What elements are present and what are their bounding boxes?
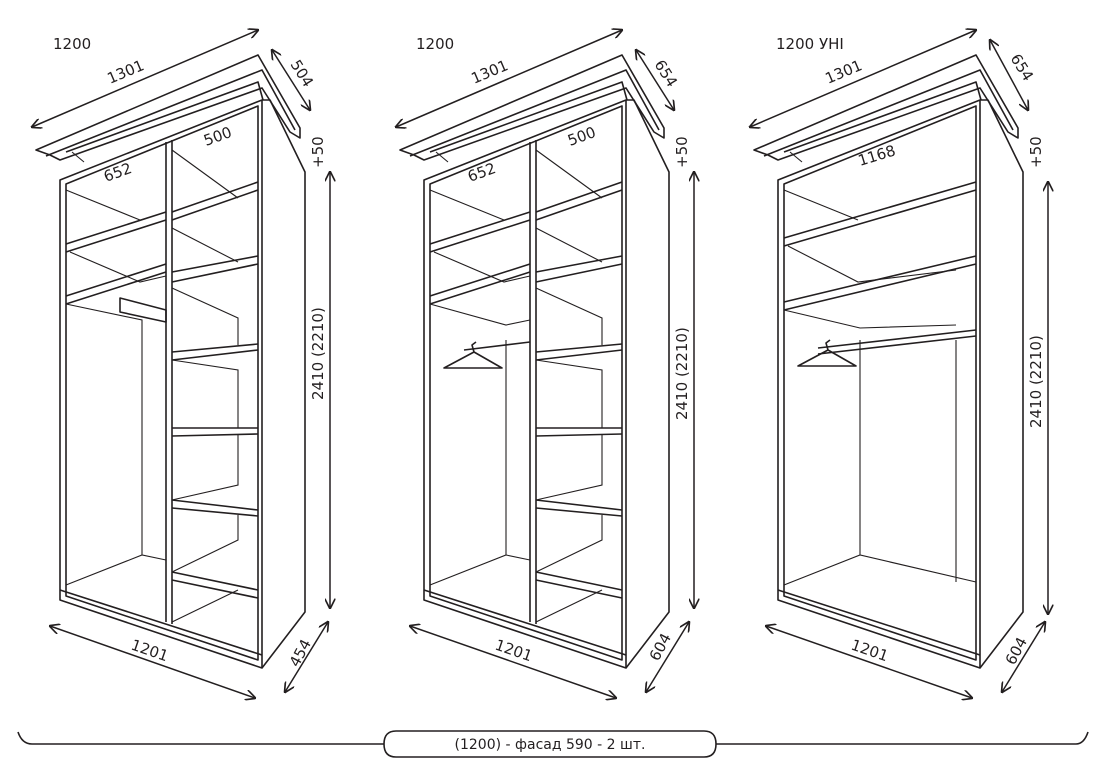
wardrobe-1: 1200 1301 504 +50 2410 (2210) 652 500 12…: [32, 30, 330, 698]
bottom-width-label: 1201: [849, 636, 891, 665]
wardrobe-2: 1200 1301 654 +50 2410 (2210) 652 500 12…: [396, 30, 694, 698]
top-depth-label: 504: [287, 57, 317, 91]
interior-width-label: 1168: [856, 141, 898, 169]
bottom-width-label: 1201: [493, 636, 535, 665]
interior-left-label: 652: [465, 159, 498, 186]
interior-left-label: 652: [101, 159, 134, 186]
height-label: 2410 (2210): [309, 307, 327, 400]
height-add-label: +50: [309, 136, 327, 168]
top-width-label: 1301: [823, 56, 865, 87]
height-label: 2410 (2210): [673, 327, 691, 420]
bottom-depth-label: 454: [286, 636, 315, 670]
height-label: 2410 (2210): [1027, 335, 1045, 428]
model-label: 1200: [416, 35, 454, 53]
facade-caption: (1200) - фасад 590 - 2 шт.: [17, 730, 1089, 758]
height-add-label: +50: [1027, 136, 1045, 168]
height-add-label: +50: [673, 136, 691, 168]
model-label: 1200: [53, 35, 91, 53]
wardrobe-3: 1200 УНІ 1301 654 +50 2410 (2210) 1168 1…: [750, 30, 1048, 698]
top-depth-label: 654: [651, 57, 681, 91]
bottom-depth-label: 604: [646, 630, 675, 664]
top-width-label: 1301: [105, 56, 147, 87]
model-label: 1200 УНІ: [776, 35, 844, 53]
top-width-label: 1301: [469, 56, 511, 87]
facade-caption-text: (1200) - фасад 590 - 2 шт.: [455, 737, 646, 753]
